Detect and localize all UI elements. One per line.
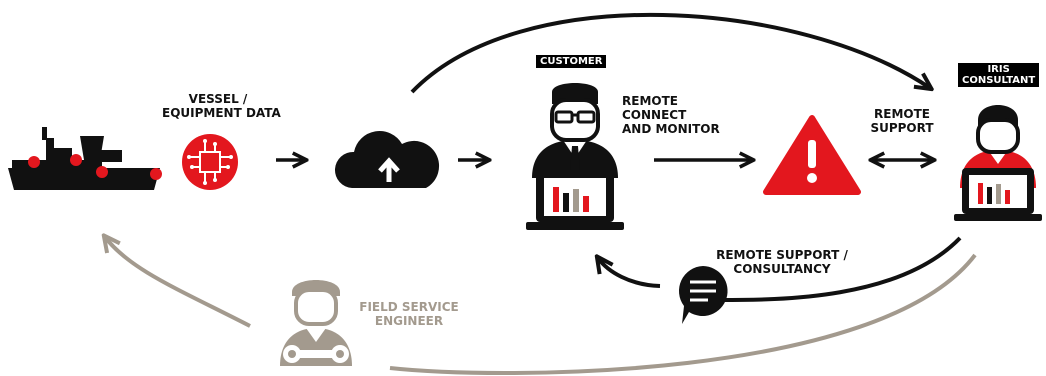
return-arc-connector: [719, 236, 962, 302]
field-to-vessel-arrow: [105, 237, 251, 328]
chat-to-customer-arrow: [598, 258, 661, 288]
customer-tag: CUSTOMER: [536, 55, 607, 68]
consultancy-label: REMOTE SUPPORT / CONSULTANCY: [702, 248, 862, 276]
remote-connect-line1: REMOTE: [622, 94, 678, 108]
field-label-line2: ENGINEER: [374, 314, 444, 328]
field-engineer-icon: [280, 280, 352, 366]
remote-connect-label: REMOTE CONNECT AND MONITOR: [622, 94, 720, 136]
iris-tag-line1: IRIS: [987, 64, 1010, 75]
field-return-arc: [389, 253, 977, 376]
consultancy-line2: CONSULTANCY: [733, 262, 831, 276]
field-label-line1: FIELD SERVICE: [359, 300, 459, 314]
warning-icon: [763, 115, 861, 195]
remote-connect-line2: CONNECT: [622, 108, 687, 122]
customer-icon: [526, 83, 624, 230]
consultant-icon: [954, 105, 1042, 221]
vessel-icon: [8, 127, 162, 190]
remote-connect-line3: AND MONITOR: [622, 122, 720, 136]
consultancy-line1: REMOTE SUPPORT /: [716, 248, 848, 262]
iris-tag-line2: CONSULTANT: [962, 75, 1036, 86]
chip-icon: [182, 134, 238, 190]
vessel-label: VESSEL / EQUIPMENT DATA: [162, 92, 281, 120]
cloud-upload-icon: [334, 131, 440, 188]
field-engineer-label: FIELD SERVICE ENGINEER: [354, 300, 464, 328]
remote-support-label: REMOTE SUPPORT: [866, 107, 938, 135]
vessel-label-line1: VESSEL /: [188, 92, 248, 106]
iris-consultant-tag: IRIS CONSULTANT: [958, 63, 1040, 87]
top-arc-connector: [410, 12, 930, 94]
remote-support-line2: SUPPORT: [870, 121, 934, 135]
chat-bubble-icon: [678, 266, 728, 324]
vessel-label-line2: EQUIPMENT DATA: [162, 106, 281, 120]
remote-support-line1: REMOTE: [874, 107, 930, 121]
